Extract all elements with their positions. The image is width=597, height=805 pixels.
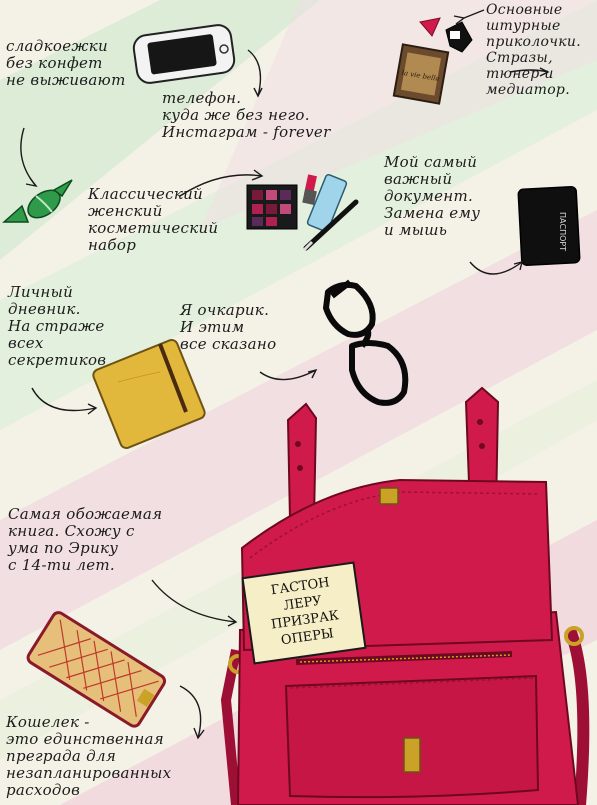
note-line: Мой самый xyxy=(384,153,478,171)
note-line: Классический xyxy=(88,185,204,203)
book-icon: ГАСТОН ЛЕРУ ПРИЗРАК ОПЕРЫ xyxy=(241,561,367,665)
wallet-icon xyxy=(26,611,167,728)
passport-icon: ПАСПОРТ xyxy=(517,186,581,266)
note-line: ума по Эрику xyxy=(8,539,119,557)
note-line: незапланированных xyxy=(6,764,172,782)
note-line: женский xyxy=(88,202,163,220)
note-line: Основные xyxy=(486,2,563,18)
guitar-pick-icon xyxy=(419,17,441,37)
note-line: сладкоежки xyxy=(6,37,108,55)
book-line: ОПЕРЫ xyxy=(280,626,335,648)
note-line: дневник. xyxy=(8,300,81,318)
note-line: книга. Схожу с xyxy=(8,522,135,540)
wallet-note: Кошелек - это единственная преграда для … xyxy=(6,714,171,799)
eyeshadow-palette-icon xyxy=(246,184,298,230)
note-line: На страже xyxy=(8,317,105,335)
note-line: медиатор. xyxy=(486,82,570,98)
diary-note: Личный дневник. На страже всех секретико… xyxy=(8,284,106,369)
candy-icon xyxy=(2,179,73,223)
note-line: без конфет xyxy=(6,54,103,72)
accessories-note: Основные штурные приколочки. Стразы, тюн… xyxy=(486,2,581,98)
note-line: Кошелек - xyxy=(6,713,90,731)
note-line: приколочки. xyxy=(486,34,581,50)
phone-icon xyxy=(132,24,236,84)
passport-note: Мой самый важный документ. Замена ему и … xyxy=(384,154,480,239)
note-line: секретиков xyxy=(8,351,107,369)
note-line: Замена ему xyxy=(384,204,481,222)
note-line: куда же без него. xyxy=(162,106,310,124)
note-line: это единственная xyxy=(6,730,165,748)
note-line: не выживают xyxy=(6,71,126,89)
note-line: преграда для xyxy=(6,747,117,765)
note-line: Инстаграм - forever xyxy=(162,123,331,141)
note-line: и мышь xyxy=(384,221,448,239)
note-line: Я очкарик. xyxy=(180,301,270,319)
note-line: штурные xyxy=(486,18,561,34)
note-line: Стразы, xyxy=(486,50,553,66)
note-line: И этим xyxy=(180,318,245,336)
note-line: тюнер и xyxy=(486,66,554,82)
note-line: документ. xyxy=(384,187,474,205)
cosmetics-note: Классический женский косметический набор xyxy=(88,186,218,254)
phone-note: телефон. куда же без него. Инстаграм - f… xyxy=(162,90,331,141)
arrow-lines xyxy=(20,9,550,740)
note-line: важный xyxy=(384,170,453,188)
note-line: телефон. xyxy=(162,89,242,107)
book-line: ЛЕРУ xyxy=(283,593,324,613)
note-line: с 14-ти лет. xyxy=(8,556,115,574)
note-line: косметический xyxy=(88,219,219,237)
candy-note: сладкоежки без конфет не выживают xyxy=(6,38,126,89)
note-line: всех xyxy=(8,334,44,352)
tin-box-icon: la vie belle xyxy=(392,43,450,105)
diary-icon xyxy=(92,339,206,449)
glasses-note: Я очкарик. И этим все сказано xyxy=(180,302,276,353)
note-line: набор xyxy=(88,236,137,254)
passport-label: ПАСПОРТ xyxy=(558,212,567,251)
note-line: расходов xyxy=(6,781,81,799)
glasses-icon xyxy=(323,279,409,406)
note-line: Самая обожаемая xyxy=(8,505,163,523)
note-line: Личный xyxy=(8,283,74,301)
note-line: все сказано xyxy=(180,335,277,353)
lipstick-icon xyxy=(302,174,317,206)
eyeliner-pencil-icon xyxy=(302,199,359,252)
foundation-tube-icon xyxy=(306,174,348,232)
book-note: Самая обожаемая книга. Схожу с ума по Эр… xyxy=(8,506,162,574)
tuner-icon xyxy=(445,21,473,53)
